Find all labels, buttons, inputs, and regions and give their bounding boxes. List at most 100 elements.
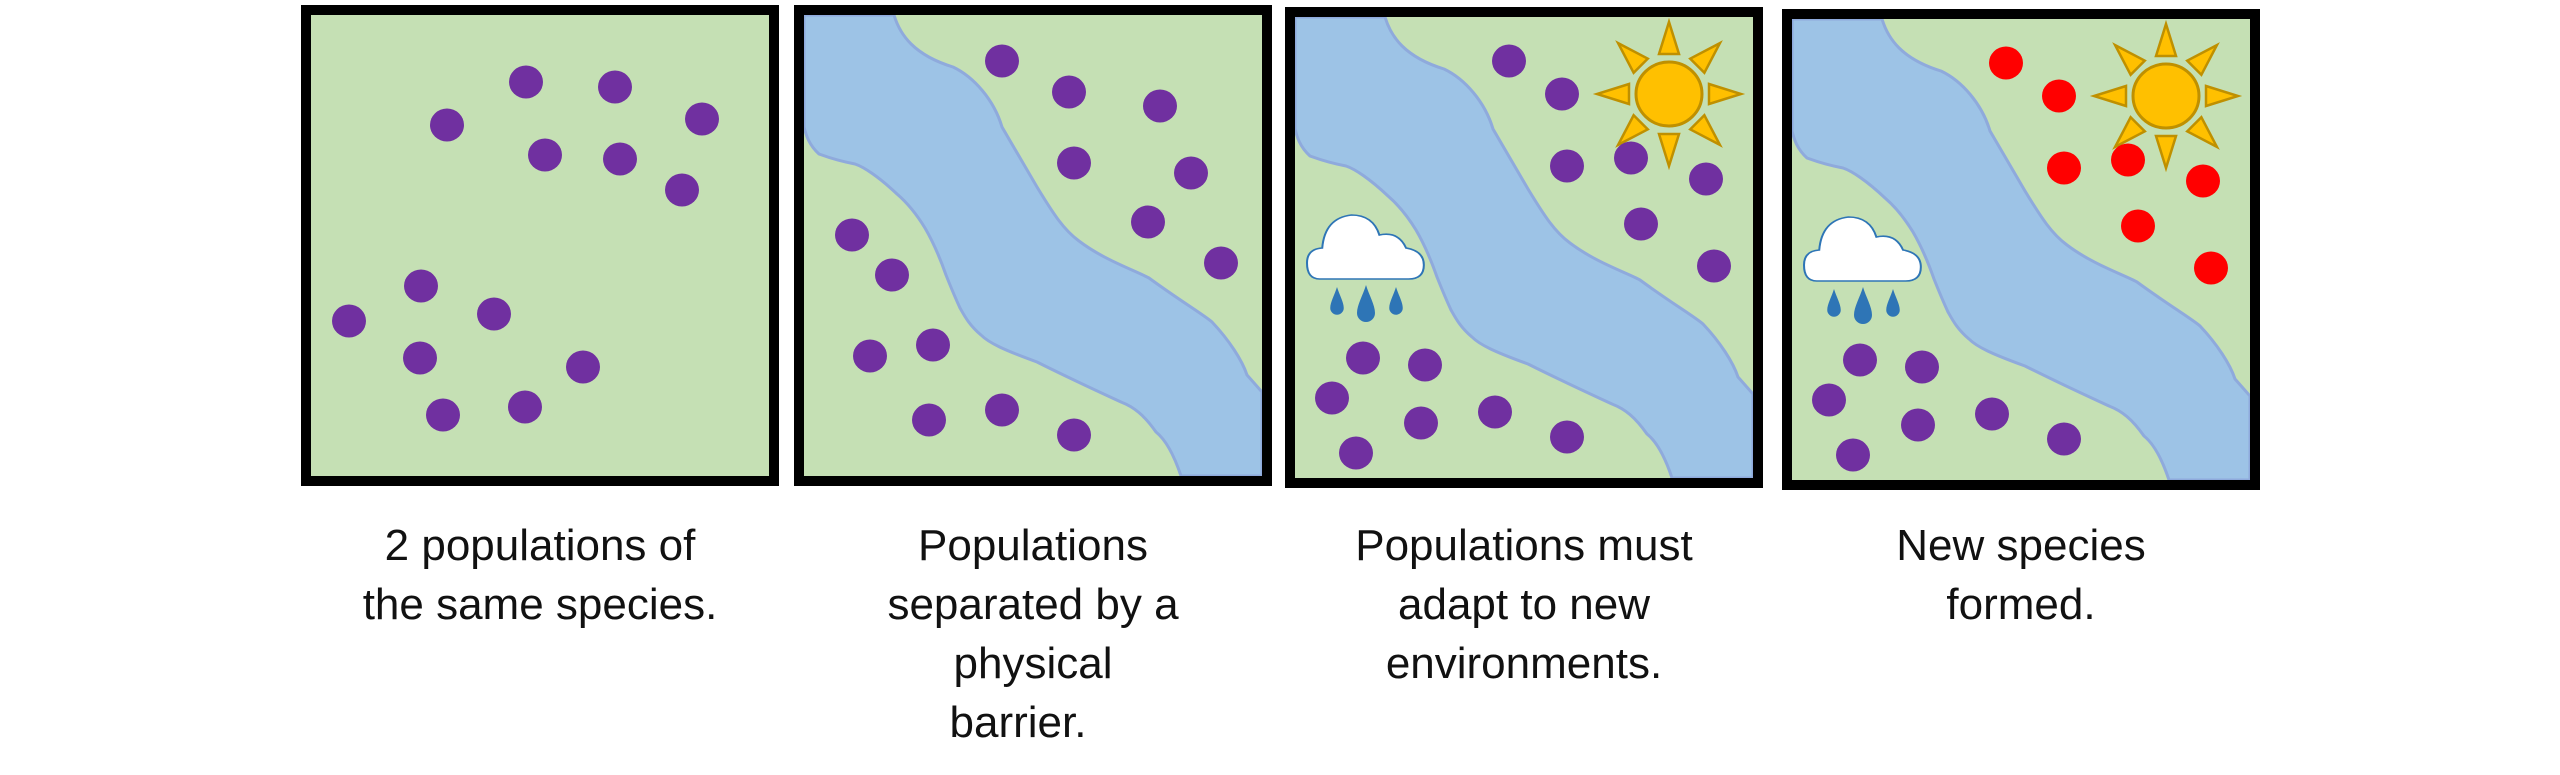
caption-line: formed. bbox=[1946, 580, 2096, 629]
panel-4-scene bbox=[1792, 19, 2250, 480]
organism-dot bbox=[566, 350, 600, 384]
organism-dot bbox=[1550, 420, 1584, 454]
rain-cloud-icon bbox=[1305, 214, 1425, 322]
organism-dot bbox=[1550, 149, 1584, 183]
organism-dot bbox=[2042, 79, 2076, 113]
organism-dot bbox=[1143, 89, 1177, 123]
organism-dot bbox=[1836, 438, 1870, 472]
organism-dot bbox=[1624, 207, 1658, 241]
sun-ray bbox=[2089, 84, 2128, 108]
sun-ray bbox=[2154, 134, 2178, 173]
raindrop bbox=[1357, 285, 1375, 322]
raindrop bbox=[1854, 287, 1872, 324]
organism-dot bbox=[2194, 251, 2228, 285]
cloud bbox=[1802, 216, 1922, 282]
sun-ray bbox=[1615, 40, 1650, 75]
caption-line: physical bbox=[953, 639, 1113, 688]
river-barrier bbox=[804, 15, 1262, 476]
raindrop bbox=[1330, 287, 1344, 315]
sun-ray bbox=[1688, 40, 1723, 75]
organism-dot bbox=[509, 65, 543, 99]
caption-panel-3: Populations must adapt to new environmen… bbox=[1244, 516, 1804, 693]
organism-dot bbox=[1339, 436, 1373, 470]
organism-dot bbox=[403, 341, 437, 375]
organism-dot bbox=[1057, 418, 1091, 452]
sun-ray bbox=[2112, 42, 2147, 77]
raindrop bbox=[1886, 289, 1900, 317]
caption-line: the same species. bbox=[362, 580, 718, 629]
organism-dot bbox=[1174, 156, 1208, 190]
panel-1-scene bbox=[332, 65, 719, 432]
organism-dot bbox=[985, 393, 1019, 427]
panel-2-separated bbox=[794, 5, 1272, 486]
organism-dot bbox=[985, 44, 1019, 78]
sun-ray bbox=[1657, 132, 1681, 171]
panel-4-new-species bbox=[1782, 9, 2260, 490]
sun-ray bbox=[2154, 19, 2178, 58]
caption-line: separated by a bbox=[887, 580, 1179, 629]
caption-line: New species bbox=[1896, 521, 2146, 570]
organism-dot bbox=[1545, 77, 1579, 111]
organism-dot bbox=[1989, 46, 2023, 80]
caption-line: Populations must bbox=[1355, 521, 1693, 570]
caption-panel-1: 2 populations of the same species. bbox=[260, 516, 820, 634]
caption-line: environments. bbox=[1385, 639, 1663, 688]
sun-icon bbox=[1592, 17, 1746, 171]
organism-dot bbox=[1843, 343, 1877, 377]
organism-dot bbox=[2047, 422, 2081, 456]
sun-ray bbox=[2185, 42, 2220, 77]
organism-dot bbox=[2111, 143, 2145, 177]
organism-dot bbox=[1057, 146, 1091, 180]
cloud bbox=[1305, 214, 1425, 280]
organism-dot bbox=[665, 173, 699, 207]
organism-dot bbox=[1975, 397, 2009, 431]
organism-dot bbox=[1052, 75, 1086, 109]
rain-cloud-icon bbox=[1802, 216, 1922, 324]
organism-dot bbox=[603, 142, 637, 176]
sun-ray bbox=[1707, 82, 1746, 106]
organism-dot bbox=[1346, 341, 1380, 375]
caption-line: 2 populations of bbox=[384, 521, 696, 570]
organism-dot bbox=[835, 218, 869, 252]
sun-body bbox=[2131, 62, 2201, 130]
organism-dot bbox=[1901, 408, 1935, 442]
panel-3-scene bbox=[1295, 17, 1753, 478]
panel-3-adapt bbox=[1285, 7, 1763, 488]
organism-dot bbox=[1905, 350, 1939, 384]
organism-dot bbox=[598, 70, 632, 104]
sun-ray bbox=[2185, 115, 2220, 150]
organism-dot bbox=[1697, 249, 1731, 283]
organism-dot bbox=[1408, 348, 1442, 382]
organism-dot bbox=[2047, 151, 2081, 185]
sun-ray bbox=[1592, 82, 1631, 106]
organism-dot bbox=[1689, 162, 1723, 196]
sun-ray bbox=[1657, 17, 1681, 56]
sun-body bbox=[1634, 60, 1704, 128]
organism-dot bbox=[1492, 44, 1526, 78]
organism-dot bbox=[1478, 395, 1512, 429]
organism-dot bbox=[1204, 246, 1238, 280]
panel-1-same-species bbox=[301, 5, 779, 486]
panel-2-scene bbox=[804, 15, 1262, 476]
organism-dot bbox=[1131, 205, 1165, 239]
organism-dot bbox=[1614, 141, 1648, 175]
organism-dot bbox=[477, 297, 511, 331]
organism-dot bbox=[508, 390, 542, 424]
caption-line: Populations bbox=[918, 521, 1148, 570]
organism-dot bbox=[1315, 381, 1349, 415]
organism-dot bbox=[853, 339, 887, 373]
organism-dot bbox=[404, 269, 438, 303]
sun-ray bbox=[2204, 84, 2243, 108]
organism-dot bbox=[1812, 383, 1846, 417]
sun-icon bbox=[2089, 19, 2243, 173]
organism-dot bbox=[912, 403, 946, 437]
organism-dot bbox=[2121, 209, 2155, 243]
sun-ray bbox=[2112, 115, 2147, 150]
organism-dot bbox=[430, 108, 464, 142]
sun-ray bbox=[1615, 113, 1650, 148]
caption-line: barrier. bbox=[949, 698, 1087, 747]
organism-dot bbox=[916, 328, 950, 362]
organism-dot bbox=[1404, 406, 1438, 440]
organism-dot bbox=[528, 138, 562, 172]
caption-panel-2: Populations separated by a physical barr… bbox=[753, 516, 1313, 752]
